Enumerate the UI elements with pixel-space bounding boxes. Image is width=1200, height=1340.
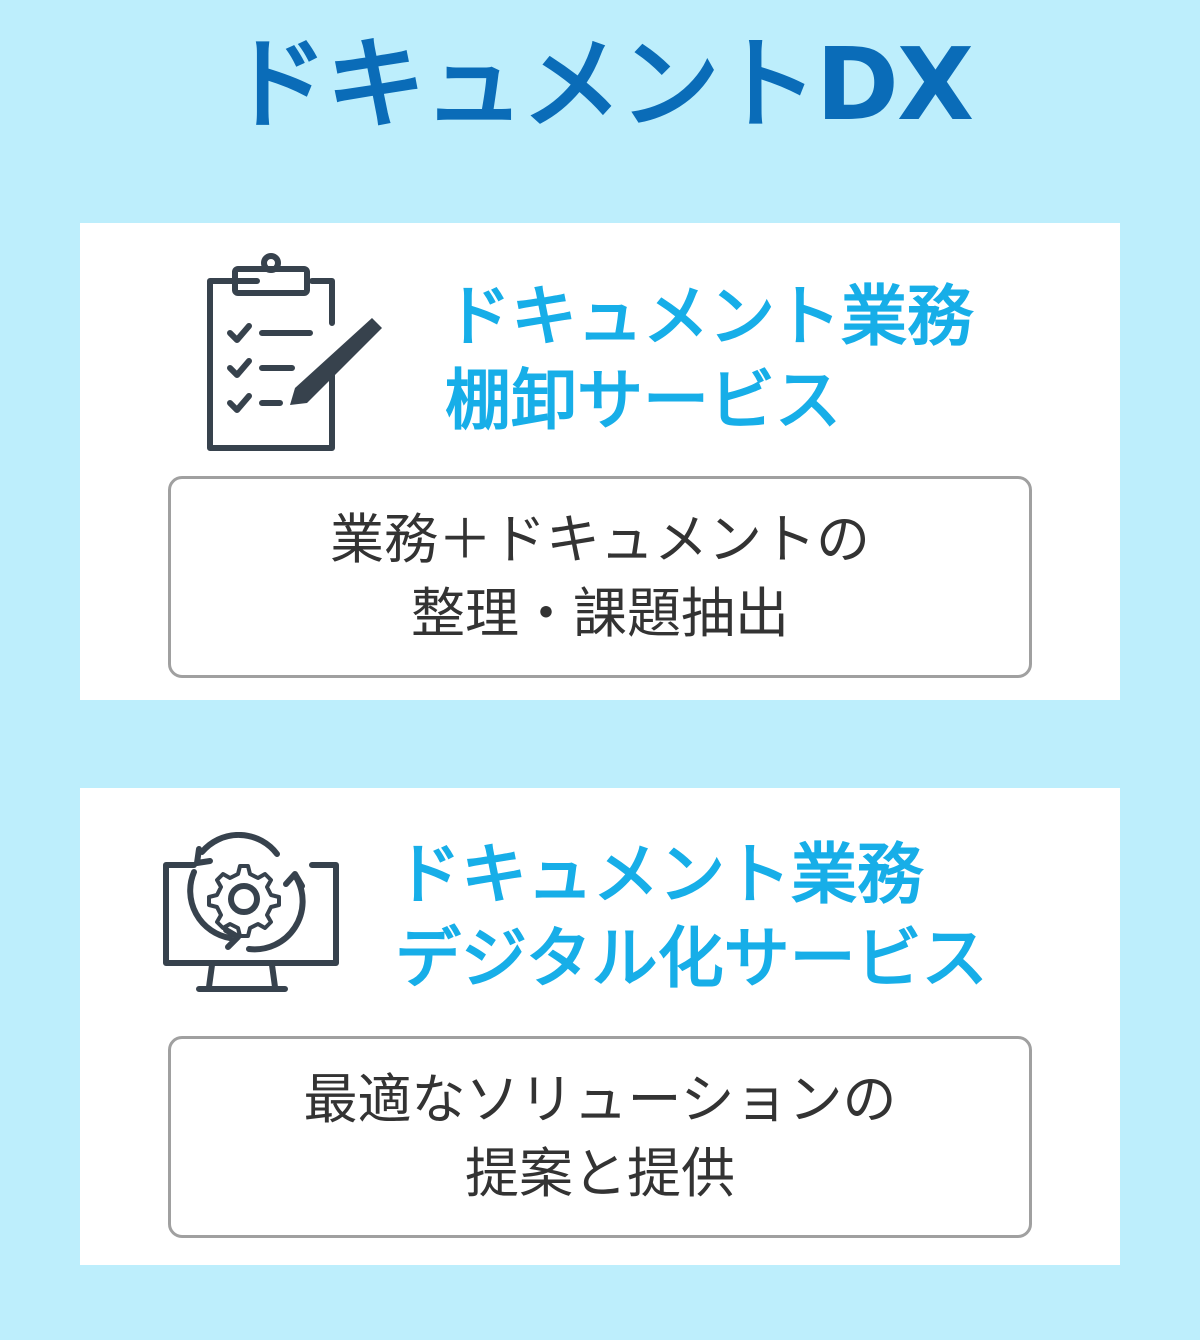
description-line: 業務＋ドキュメントの xyxy=(330,508,870,571)
heading-line: 棚卸サービス xyxy=(445,362,841,439)
monitor-gear-cycle-icon xyxy=(163,832,339,992)
service-heading: ドキュメント業務 棚卸サービス xyxy=(445,275,973,443)
page-title: ドキュメントDX xyxy=(227,26,974,143)
service-description-box: 最適なソリューションの 提案と提供 xyxy=(168,1036,1032,1238)
heading-line: ドキュメント業務 xyxy=(395,836,923,913)
description-line: 提案と提供 xyxy=(465,1142,735,1205)
heading-line: デジタル化サービス xyxy=(395,920,988,997)
service-card-digitization: ドキュメント業務 デジタル化サービス 最適なソリューションの 提案と提供 xyxy=(80,788,1120,1265)
service-heading: ドキュメント業務 デジタル化サービス xyxy=(395,833,988,1001)
description-line: 整理・課題抽出 xyxy=(411,582,789,645)
clipboard-checklist-icon xyxy=(207,253,382,451)
description-line: 最適なソリューションの xyxy=(303,1068,897,1131)
service-description-box: 業務＋ドキュメントの 整理・課題抽出 xyxy=(168,476,1032,678)
service-card-inventory: ドキュメント業務 棚卸サービス 業務＋ドキュメントの 整理・課題抽出 xyxy=(80,223,1120,700)
heading-line: ドキュメント業務 xyxy=(445,278,973,355)
